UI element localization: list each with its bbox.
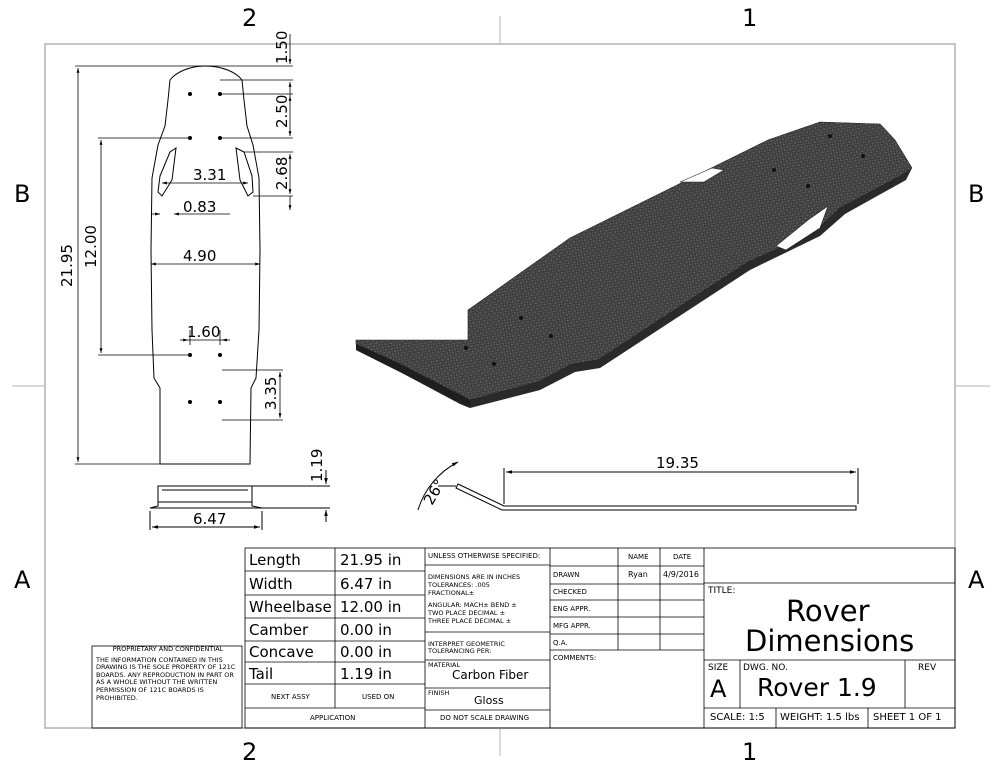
eng-appr-label: ENG APPR. xyxy=(553,605,591,613)
dim-end-height: 1.19 xyxy=(308,449,326,482)
left-slot xyxy=(157,146,177,197)
dim-side-length: 19.35 xyxy=(656,454,699,472)
dim-hole-spacing-front: 2.50 xyxy=(273,95,291,128)
dim-side-angle: 26° xyxy=(420,476,449,508)
next-assy-label: NEXT ASSY xyxy=(271,693,310,701)
dim-slot-inset: 0.83 xyxy=(183,198,216,216)
interpret-line-1: INTERPRET GEOMETRIC xyxy=(428,640,505,648)
weight-value: WEIGHT: 1.5 lbs xyxy=(780,712,860,723)
zone-bottom-1: 1 xyxy=(742,738,758,766)
tolerance-line-4: ANGULAR: MACH± BEND ± xyxy=(428,601,517,609)
tolerance-line-2: TOLERANCES: .005 xyxy=(428,581,490,589)
comments-label: COMMENTS: xyxy=(553,654,597,662)
drawing-title-line2: Dimensions xyxy=(745,624,915,658)
dwg-no-label: DWG. NO. xyxy=(743,663,788,673)
spec-label-wheelbase: Wheelbase xyxy=(249,598,332,616)
zone-right-B: B xyxy=(968,180,985,208)
dim-wheelbase: 12.00 xyxy=(82,225,100,268)
proprietary-notice: PROPRIETARY AND CONFIDENTIAL THE INFORMA… xyxy=(96,645,240,702)
spec-label-camber: Camber xyxy=(249,621,309,639)
tolerance-line-3: FRACTIONAL± xyxy=(428,589,475,597)
sheet-value: SHEET 1 OF 1 xyxy=(873,712,942,723)
zone-left-A: A xyxy=(14,566,31,594)
top-view-dimension-lines xyxy=(75,34,293,465)
scale-value: SCALE: 1:5 xyxy=(710,712,765,723)
title-block-grid xyxy=(91,547,956,729)
drawing-title-line1: Rover xyxy=(786,594,870,628)
spec-label-length: Length xyxy=(249,551,301,569)
tolerance-line-5: TWO PLACE DECIMAL ± xyxy=(428,609,506,617)
zone-bottom-2: 2 xyxy=(242,738,258,766)
drawn-label: DRAWN xyxy=(553,571,580,579)
used-on-label: USED ON xyxy=(362,693,395,701)
tolerance-line-1: DIMENSIONS ARE IN INCHES xyxy=(428,573,521,581)
spec-label-width: Width xyxy=(249,575,293,593)
dim-inner-width: 4.90 xyxy=(183,247,216,265)
unless-specified: UNLESS OTHERWISE SPECIFIED: xyxy=(428,552,541,560)
right-slot xyxy=(235,147,254,197)
do-not-scale: DO NOT SCALE DRAWING xyxy=(440,714,530,722)
zone-top-2: 2 xyxy=(242,4,258,32)
dim-overall-length: 21.95 xyxy=(58,244,76,287)
side-view xyxy=(417,461,859,511)
dim-nose: 1.50 xyxy=(273,31,291,64)
spec-label-concave: Concave xyxy=(249,643,314,661)
drawn-name: Ryan xyxy=(628,570,648,579)
end-view xyxy=(149,470,330,530)
finish-label: FINISH xyxy=(428,689,450,697)
qa-label: Q.A. xyxy=(553,639,568,647)
zone-left-B: B xyxy=(14,180,31,208)
interpret-line-2: TOLERANCING PER: xyxy=(428,647,492,655)
size-value: A xyxy=(710,675,727,703)
spec-value-length: 21.95 in xyxy=(340,551,402,569)
spec-value-tail: 1.19 in xyxy=(340,665,392,683)
name-header: NAME xyxy=(628,553,649,561)
mfg-appr-label: MFG APPR. xyxy=(553,622,591,630)
mount-holes xyxy=(188,92,222,404)
spec-value-camber: 0.00 in xyxy=(340,621,392,639)
dwg-no-value: Rover 1.9 xyxy=(757,673,877,702)
dim-end-width: 6.47 xyxy=(193,510,226,528)
spec-label-tail: Tail xyxy=(249,665,274,683)
material-value: Carbon Fiber xyxy=(452,668,529,682)
dim-rear-hole-spacing: 1.60 xyxy=(187,323,220,341)
checked-label: CHECKED xyxy=(553,588,587,596)
size-label: SIZE xyxy=(708,663,729,673)
material-label: MATERIAL xyxy=(428,661,461,669)
rev-label: REV xyxy=(918,663,937,673)
application-label: APPLICATION xyxy=(310,714,356,722)
spec-value-concave: 0.00 in xyxy=(340,643,392,661)
dim-tail-section: 3.35 xyxy=(262,377,280,410)
date-header: DATE xyxy=(673,553,692,561)
spec-value-wheelbase: 12.00 in xyxy=(340,598,402,616)
deck-outline xyxy=(150,65,261,465)
title-label: TITLE: xyxy=(708,586,736,596)
tolerance-line-6: THREE PLACE DECIMAL ± xyxy=(428,617,512,625)
drawn-date: 4/9/2016 xyxy=(663,570,699,579)
zone-top-1: 1 xyxy=(742,4,758,32)
top-view-dimension-labels: 21.95 12.00 1.50 2.50 2.68 3.31 0.83 4.9… xyxy=(58,31,291,410)
spec-value-width: 6.47 in xyxy=(340,575,392,593)
isometric-deck xyxy=(355,121,913,408)
dim-slot-width: 3.31 xyxy=(193,166,226,184)
proprietary-heading: PROPRIETARY AND CONFIDENTIAL xyxy=(112,645,224,653)
top-view xyxy=(150,65,261,465)
proprietary-body: THE INFORMATION CONTAINED IN THIS DRAWIN… xyxy=(96,655,236,702)
finish-value: Gloss xyxy=(474,694,504,707)
zone-right-A: A xyxy=(968,566,985,594)
dim-slot-spacing: 2.68 xyxy=(273,157,291,190)
